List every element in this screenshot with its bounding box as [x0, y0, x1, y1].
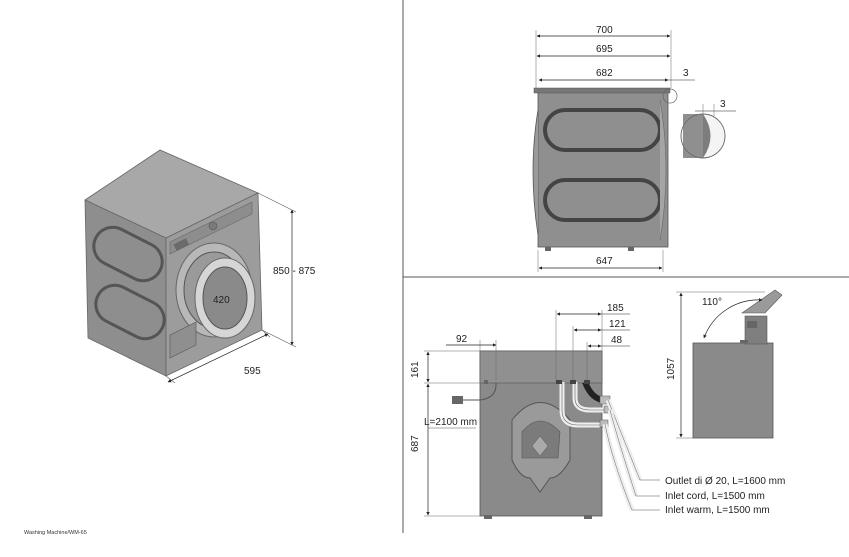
- dim-1057: 1057: [666, 357, 677, 380]
- back-view-dimensions: [424, 310, 660, 517]
- outlet-label: Outlet di Ø 20, L=1600 mm: [665, 476, 785, 487]
- side-view: [532, 87, 726, 251]
- iso-door-label: 420: [213, 295, 230, 306]
- dim-647: 647: [596, 256, 613, 267]
- inlet-cord-label: Inlet cord, L=1500 mm: [665, 491, 765, 502]
- iso-width-label: 595: [244, 366, 261, 377]
- back-view: [452, 350, 643, 519]
- hose-length-label: L=2100 mm: [424, 417, 477, 428]
- dim-3-detail: 3: [720, 99, 726, 110]
- dim-687: 687: [410, 435, 421, 452]
- dim-185: 185: [607, 303, 624, 314]
- iso-height-label: 850 - 875: [273, 266, 316, 277]
- lid-open-view: [676, 289, 783, 439]
- isometric-washer: [84, 149, 263, 377]
- iso-dimensions: [165, 192, 297, 384]
- lid-angle-label: 110°: [702, 297, 722, 308]
- side-view-dimensions: [535, 30, 736, 272]
- dim-121: 121: [609, 319, 626, 330]
- inlet-warm-label: Inlet warm, L=1500 mm: [665, 505, 770, 516]
- dim-161: 161: [410, 361, 421, 378]
- caption: Washing Machine/WM-65: [24, 530, 87, 536]
- dim-3-top: 3: [683, 68, 689, 79]
- dim-682: 682: [596, 68, 613, 79]
- dim-700: 700: [596, 25, 613, 36]
- dim-92: 92: [456, 334, 468, 345]
- dim-48: 48: [611, 335, 623, 346]
- dim-695: 695: [596, 44, 613, 55]
